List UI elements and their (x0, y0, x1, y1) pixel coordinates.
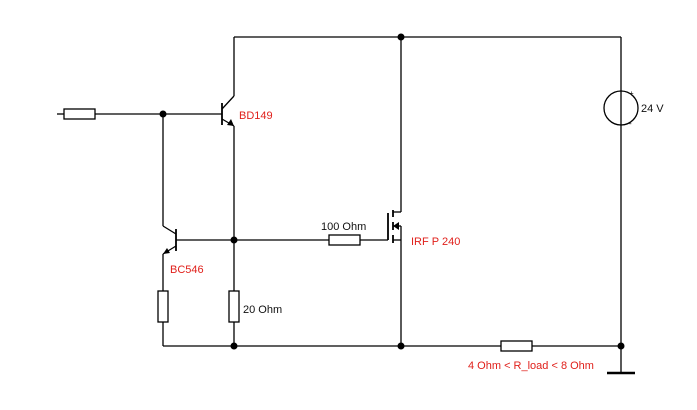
bc546-emitter-resistor (157, 290, 169, 323)
bd149-transistor (221, 95, 235, 127)
junctions (159, 33, 625, 350)
wires (57, 36, 622, 372)
bd149-label: BD149 (239, 110, 273, 122)
supply-voltage-label: 24 V (641, 103, 664, 115)
gate-resistor-100-ohm (328, 234, 361, 246)
input-resistor (63, 108, 96, 120)
emitter-resistor-20-ohm (228, 290, 240, 323)
irfp240-mosfet (387, 210, 402, 243)
emitter-resistor-label: 20 Ohm (243, 304, 282, 316)
bc546-transistor (162, 225, 177, 255)
load-resistor (500, 340, 533, 352)
voltage-source: + - (603, 89, 639, 128)
bc546-label: BC546 (170, 264, 204, 276)
junction-emitter (230, 236, 238, 244)
load-resistor-label: 4 Ohm < R_load < 8 Ohm (468, 360, 594, 372)
supply-minus-sign: - (629, 119, 632, 128)
supply-plus-sign: + (629, 89, 634, 98)
mosfet-label: IRF P 240 (411, 236, 460, 248)
junction-bottom-left (230, 342, 238, 350)
junction-input (159, 110, 167, 118)
junction-top-rail (397, 33, 405, 41)
junction-bottom-mosfet (397, 342, 405, 350)
junction-bottom-right (617, 342, 625, 350)
gate-resistor-label: 100 Ohm (321, 221, 366, 233)
